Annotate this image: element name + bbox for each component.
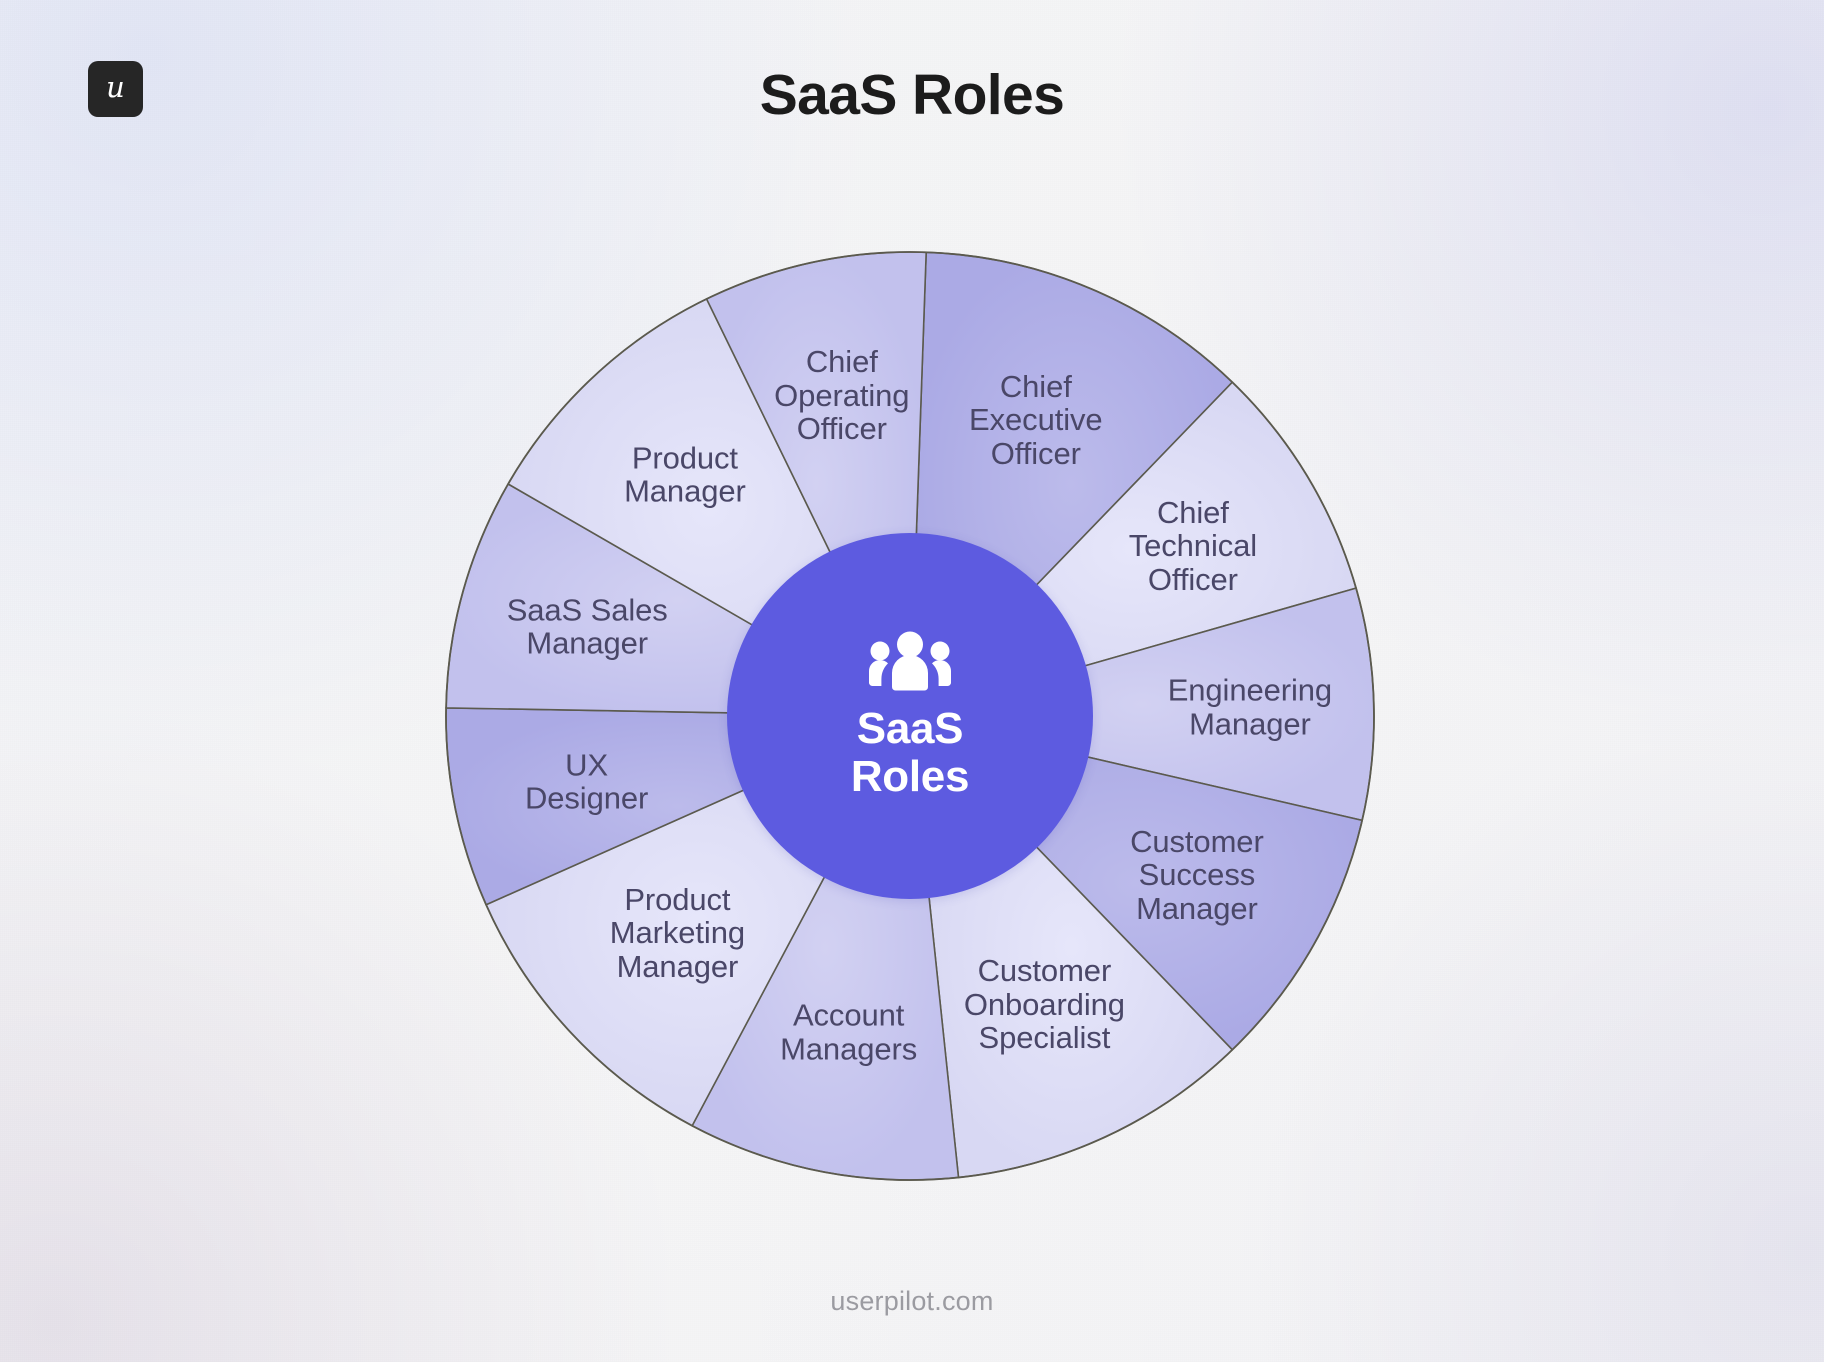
- wheel-outline: [445, 251, 1375, 1181]
- hub-title: SaaS Roles: [850, 704, 970, 801]
- center-hub: SaaS Roles: [727, 533, 1093, 899]
- people-group-icon: [869, 631, 951, 691]
- hub-title-line1: SaaS: [856, 704, 964, 754]
- wheel-segments-svg: [445, 251, 1375, 1181]
- logo-letter: u: [106, 70, 125, 104]
- page-title: SaaS Roles: [759, 63, 1065, 127]
- footer-domain: userpilot.com: [830, 1286, 994, 1316]
- userpilot-logo: u: [88, 61, 143, 117]
- hub-title-line2: Roles: [850, 752, 970, 801]
